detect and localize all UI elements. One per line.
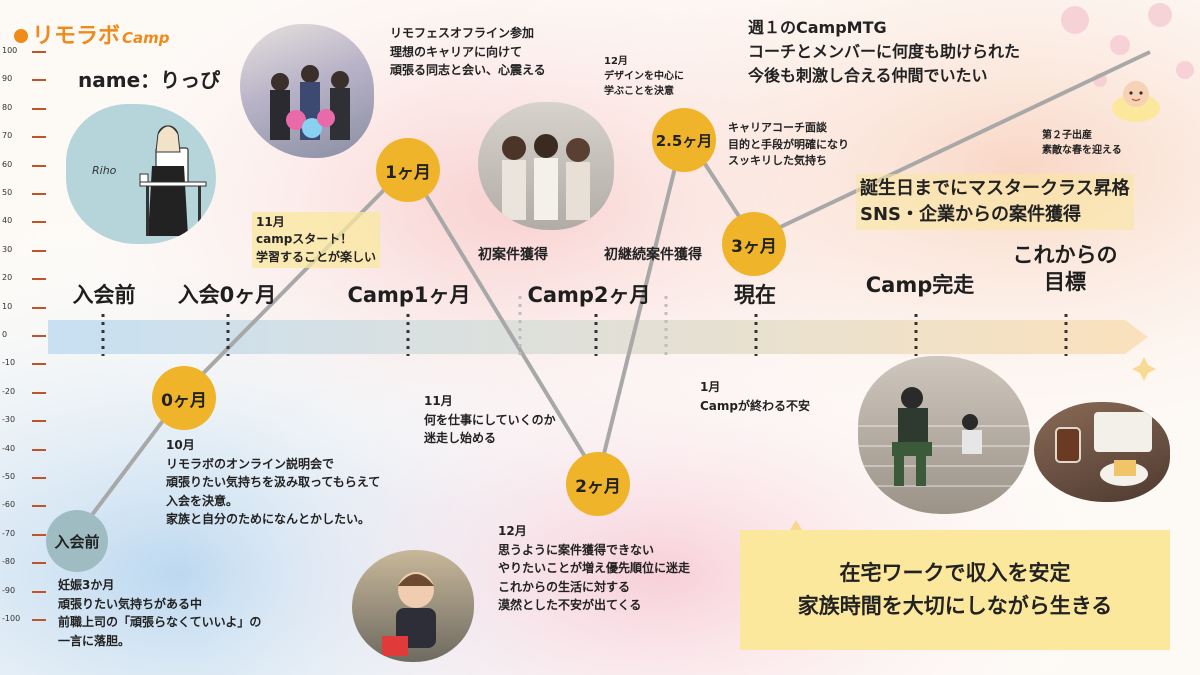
y-tick-mark (32, 420, 46, 423)
y-tick-label: 80 (2, 102, 13, 112)
annotation-second-child: 第２子出産 素敵な春を迎える (1042, 130, 1122, 156)
y-tick-mark (32, 107, 46, 110)
chart-point-month0: 0ヶ月 (152, 366, 216, 430)
y-tick-mark (32, 278, 46, 281)
y-tick-label: 40 (2, 216, 13, 226)
y-tick-label: -30 (2, 415, 16, 425)
y-tick-label: 30 (2, 244, 13, 254)
y-tick-label: -70 (2, 528, 16, 538)
logo: リモラボ Camp (14, 18, 170, 50)
y-tick-label: -90 (2, 585, 16, 595)
annotation-lost: 11月 何を仕事にしていくのか 迷走し始める (424, 394, 556, 446)
annotation-coach: キャリアコーチ面談 目的と手段が明確になり スッキリした気持ち (728, 121, 849, 167)
y-tick-label: -60 (2, 500, 16, 510)
annotation-month0: 10月 リモラボのオンライン説明会で 頑張りたい気持ちを汲み取ってもらえて 入会… (166, 438, 381, 527)
annotation-struggle: 12月 思うように案件獲得できない やりたいことが増え優先順位に迷走 これからの… (498, 524, 691, 613)
y-tick-mark (32, 306, 46, 309)
y-tick-mark (32, 391, 46, 394)
y-tick-mark (32, 79, 46, 82)
y-tick-label: 0 (2, 330, 8, 339)
goal-banner: 在宅ワークで収入を安定 家族時間を大切にしながら生きる (740, 530, 1170, 650)
photo-rimofes (240, 24, 374, 158)
y-tick-mark (32, 505, 46, 508)
y-tick-mark (32, 164, 46, 167)
phase-label-complete: Camp完走 (865, 273, 975, 297)
logo-dot-icon (14, 29, 28, 43)
y-tick-label: -40 (2, 443, 16, 453)
annotation-weekly-mtg: 週１のCampMTG コーチとメンバーに何度も助けられた 今後も刺激し合える仲間… (748, 18, 1021, 85)
y-tick-mark (32, 477, 46, 479)
chart-point-month3: 3ヶ月 (722, 212, 786, 276)
y-tick-mark (32, 590, 46, 593)
phase-label-camp2: Camp2ヶ月 (527, 283, 651, 307)
phase-label-future: これからの 目標 (1012, 243, 1118, 295)
y-tick-mark (32, 136, 46, 139)
y-tick-label: -50 (2, 472, 16, 481)
photo-child (352, 550, 474, 662)
y-tick-label: 50 (2, 188, 13, 197)
chart-point-before: 入会前 (46, 510, 108, 572)
y-tick-mark (32, 448, 46, 451)
y-tick-mark (32, 249, 46, 252)
y-tick-label: -20 (2, 386, 16, 396)
y-tick-mark (32, 562, 46, 565)
chart-point-month2-5: 2.5ヶ月 (652, 108, 716, 172)
illustration-caption: Riho (92, 164, 117, 177)
y-tick-label: 10 (2, 301, 13, 311)
profile-name: name：りっぴ (78, 68, 221, 92)
y-tick-label: -80 (2, 557, 16, 567)
logo-text: リモラボ (32, 24, 121, 49)
y-tick-label: 60 (2, 159, 13, 169)
y-tick-label: -100 (2, 614, 21, 623)
y-tick-label: 70 (2, 131, 13, 141)
annotation-goals: 誕生日までにマスタークラス昇格 SNS・企業からの案件獲得 (856, 174, 1134, 231)
photo-family (858, 356, 1030, 514)
logo-suffix: Camp (122, 29, 170, 47)
profile-illustration: Riho (66, 104, 216, 244)
y-tick-mark (32, 193, 46, 195)
timeline-arrow (48, 320, 1148, 354)
phase-label-before: 入会前 (72, 283, 136, 307)
goal-line-1: 在宅ワークで収入を安定 (839, 561, 1071, 586)
phase-label-month0: 入会0ヶ月 (177, 283, 277, 307)
mid-label-first-continuing: 初継続案件獲得 (604, 247, 702, 263)
chart-point-month2: 2ヶ月 (566, 452, 630, 516)
person-at-desk-icon (139, 125, 207, 236)
chart-point-month1: 1ヶ月 (376, 138, 440, 202)
y-tick-mark (32, 51, 46, 53)
baby-icon (1108, 74, 1164, 124)
goal-line-2: 家族時間を大切にしながら生きる (797, 594, 1113, 618)
photo-cafe (1034, 402, 1170, 502)
photo-group (478, 102, 614, 230)
y-tick-label: 100 (2, 46, 18, 55)
y-tick-mark (32, 335, 46, 337)
phase-label-camp1: Camp1ヶ月 (347, 283, 471, 307)
annotation-before: 妊娠3か月 頑張りたい気持ちがある中 前職上司の「頑張らなくていいよ」の 一言に… (58, 578, 262, 648)
y-tick-label: -10 (2, 358, 16, 368)
y-tick-mark (32, 363, 46, 366)
blossom-decorations (1061, 3, 1194, 87)
annotation-camp-end: 1月 Campが終わる不安 (700, 380, 810, 413)
y-tick-label: 90 (2, 74, 13, 84)
y-tick-label: 20 (2, 273, 13, 283)
annotation-camp-start: 11月 campスタート！ 学習することが楽しい (252, 212, 381, 269)
mid-label-first-project: 初案件獲得 (478, 247, 548, 263)
y-tick-mark (32, 619, 46, 621)
y-tick-mark (32, 533, 46, 536)
annotation-rimofes: リモフェスオフライン参加 理想のキャリアに向けて 頑張る同志と会い、心震える (390, 26, 546, 78)
annotation-design: 12月 デザインを中心に 学ぶことを決意 (604, 56, 684, 97)
y-tick-mark (32, 221, 46, 224)
phase-label-now: 現在 (734, 283, 776, 307)
